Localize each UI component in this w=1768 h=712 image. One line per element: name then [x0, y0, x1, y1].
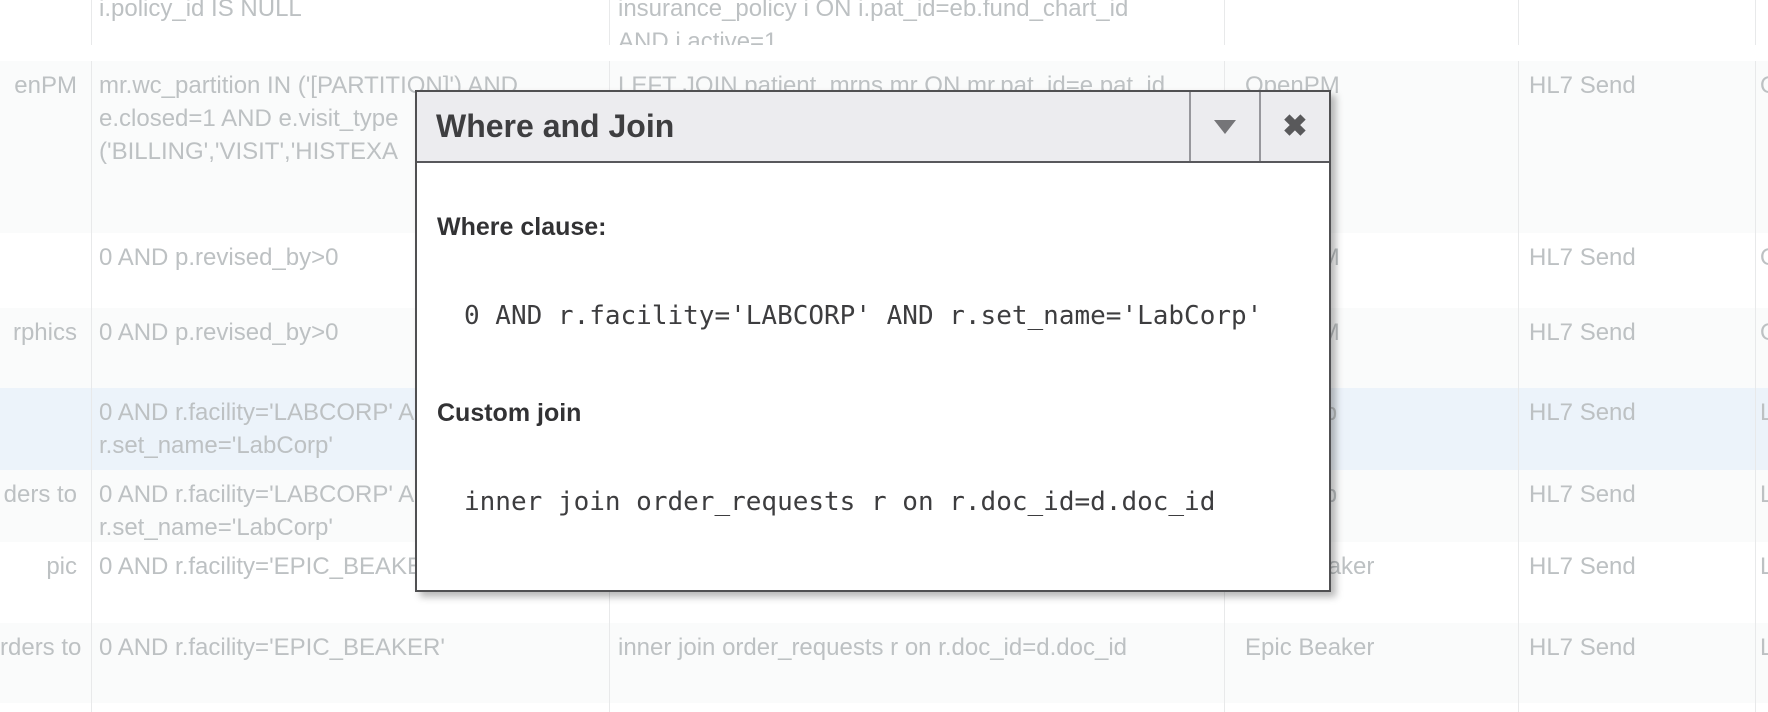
- collapse-button[interactable]: [1189, 92, 1259, 161]
- cell-right-partial: O: [1756, 233, 1768, 308]
- dialog-title: Where and Join: [436, 108, 675, 144]
- cell-right-partial: L: [1760, 553, 1768, 580]
- where-clause-value: 0 AND r.facility='LABCORP' AND r.set_nam…: [464, 301, 1263, 331]
- custom-join-value: inner join order_requests r on r.doc_id=…: [464, 487, 1216, 517]
- cell-right-partial: [1756, 703, 1768, 712]
- cell-left-partial: [0, 388, 92, 470]
- cell-send-method: [1519, 0, 1756, 45]
- cell-send-method: HL7 Send: [1519, 233, 1756, 308]
- dialog-body: Where clause: 0 AND r.facility='LABCORP'…: [417, 163, 1329, 590]
- dialog-titlebar: Where and Join ✖: [417, 92, 1329, 163]
- cell-send-method: HL7 Send: [1519, 308, 1756, 388]
- where-and-join-dialog: Where and Join ✖ Where clause: 0 AND r.f…: [415, 90, 1331, 592]
- cell-system-name: Epic Beaker: [1225, 623, 1519, 703]
- chevron-down-icon: [1214, 119, 1236, 134]
- cell-where-clause: 0 AND r.facility='EPIC_BEAKER': [92, 542, 610, 623]
- cell-send-method: HL7 Send: [1519, 388, 1756, 470]
- cell-send-method: [1519, 703, 1756, 712]
- cell-where-clause: mr.wc_partition IN ('[PARTITION]') AND e…: [92, 61, 610, 233]
- cell-send-method: HL7 Send: [1519, 470, 1756, 542]
- cell-left-partial: [0, 0, 92, 45]
- cell-right-partial: O: [1756, 308, 1768, 388]
- cell-send-method: HL7 Send: [1519, 542, 1756, 623]
- cell-join-clause: insurance_policy i ON i.pat_id=eb.fund_c…: [610, 0, 1225, 45]
- cell-right-partial: O: [1756, 61, 1768, 233]
- cell-where-clause: [92, 703, 610, 712]
- cell-join-clause: [610, 703, 1225, 712]
- cell-left-partial: enPM: [0, 61, 92, 233]
- cell-where-clause: 0 AND r.facility='EPIC_BEAKER': [92, 623, 610, 703]
- cell-where-clause: 0 AND p.revised_by>0: [92, 308, 610, 388]
- cell-right-partial: L: [1760, 634, 1768, 661]
- cell-left-partial: ders to: [0, 470, 92, 542]
- cell-right-partial: [1756, 0, 1768, 45]
- close-button[interactable]: ✖: [1259, 92, 1329, 161]
- cell-left-partial: rphics: [0, 308, 92, 388]
- where-clause-label: Where clause:: [437, 213, 607, 241]
- cell-system-name: [1225, 703, 1519, 712]
- cell-left-partial: rders to: [0, 623, 92, 703]
- table-row[interactable]: [0, 703, 1768, 712]
- cell-send-method: HL7 Send: [1519, 623, 1756, 703]
- cell-left-partial: [0, 703, 92, 712]
- cell-system-name: [1225, 0, 1519, 45]
- cell-where-clause: i.policy_id IS NULL: [92, 0, 610, 45]
- cell-left-partial: [0, 233, 92, 308]
- cell-right-partial: L: [1760, 481, 1768, 508]
- cell-where-clause: 0 AND p.revised_by>0: [92, 233, 610, 308]
- cell-send-method: HL7 Send: [1519, 61, 1756, 233]
- custom-join-label: Custom join: [437, 399, 582, 427]
- cell-right-partial: L: [1760, 399, 1768, 426]
- close-icon: ✖: [1282, 109, 1308, 143]
- cell-left-partial: pic: [0, 542, 92, 623]
- cell-join-clause: inner join order_requests r on r.doc_id=…: [610, 623, 1225, 703]
